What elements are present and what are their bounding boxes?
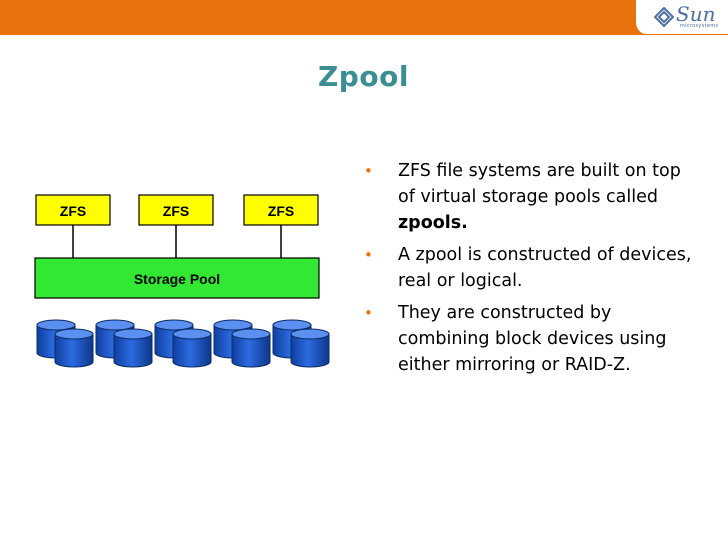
bullet-text: ZFS file systems are built on top of vir… [398,161,681,207]
zfs-box: ZFS [35,194,111,226]
disk-icon [172,328,212,368]
sun-logo-icon [654,7,674,27]
zfs-label: ZFS [60,203,86,219]
bullet-dot-icon: • [364,304,373,322]
zfs-label: ZFS [163,203,189,219]
header-bar [0,0,728,35]
disk-group [36,319,330,368]
bullet-text: A zpool is constructed of devices, real … [398,245,692,291]
zpool-diagram: ZFS ZFS ZFS Storage Pool [34,194,330,368]
bullet-dot-icon: • [364,162,373,180]
zfs-label: ZFS [268,203,294,219]
bullet-text: They are constructed by combining block … [398,303,667,375]
storage-pool-label: Storage Pool [134,271,220,287]
bullet-dot-icon: • [364,246,373,264]
bullet-bold-text: zpools. [398,213,468,233]
bullet-item: • ZFS file systems are built on top of v… [364,158,694,236]
bullet-item: • They are constructed by combining bloc… [364,300,694,378]
storage-pool: Storage Pool [34,257,320,299]
slide-title: Zpool [318,60,409,93]
disk-icon [290,328,330,368]
disk-icon [54,328,94,368]
bullet-item: • A zpool is constructed of devices, rea… [364,242,694,294]
bullet-list: • ZFS file systems are built on top of v… [364,158,694,384]
zfs-box: ZFS [138,194,214,226]
zfs-box: ZFS [243,194,319,226]
logo-subtext: microsystems [680,23,719,29]
logo-wordmark: Sun [676,2,716,26]
sun-logo: Sun microsystems [634,0,728,34]
disk-icon [113,328,153,368]
disk-icon [231,328,271,368]
